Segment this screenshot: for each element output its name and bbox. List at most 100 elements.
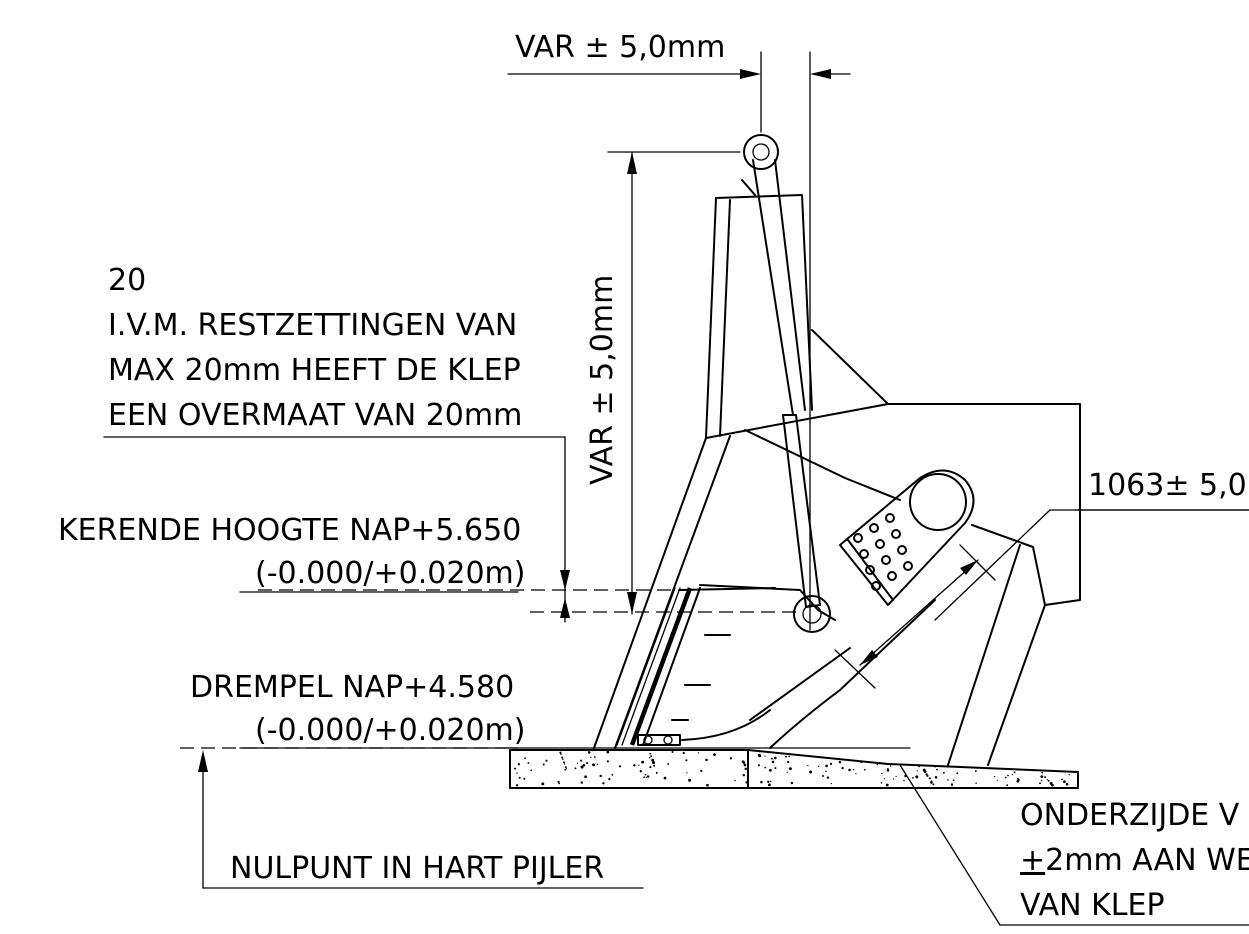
- concrete-speck: [697, 752, 700, 754]
- drempel: DREMPEL NAP+4.580 (-0.000/+0.020m): [180, 670, 911, 749]
- concrete-speck: [647, 775, 650, 778]
- concrete-speck: [653, 764, 656, 767]
- concrete-speck: [729, 757, 733, 760]
- concrete-speck: [611, 774, 614, 776]
- concrete-speck: [757, 764, 760, 767]
- concrete-speck: [593, 756, 596, 758]
- bolt-icon: [859, 549, 869, 559]
- concrete-speck: [602, 782, 605, 785]
- concrete-speck: [671, 750, 674, 754]
- concrete-speck: [996, 779, 998, 781]
- concrete-speck: [580, 765, 584, 769]
- onderzijde-line-1: ONDERZIJDE V: [1020, 798, 1240, 833]
- note-20: 20: [108, 263, 146, 298]
- concrete-speck: [663, 776, 667, 780]
- concrete-speck: [562, 758, 564, 760]
- concrete-speck: [936, 768, 938, 771]
- concrete-speck: [745, 781, 748, 784]
- var-vertical-dimension: VAR ± 5,0mm: [585, 151, 741, 615]
- bolt-icon: [853, 533, 863, 543]
- concrete-speck: [596, 763, 599, 766]
- concrete-speck: [527, 762, 530, 764]
- kerende-line-1: KERENDE HOOGTE NAP+5.650: [58, 513, 521, 548]
- concrete-speck: [928, 777, 931, 780]
- concrete-speck: [606, 760, 609, 763]
- concrete-speck: [560, 753, 562, 756]
- concrete-speck: [700, 769, 703, 773]
- concrete-speck: [786, 760, 790, 764]
- concrete-speck: [1063, 781, 1066, 783]
- dim-1063: 1063± 5,0: [834, 403, 1249, 689]
- concrete-speck: [880, 781, 883, 784]
- concrete-speck: [769, 768, 772, 772]
- concrete-speck: [790, 781, 794, 785]
- concrete-speck: [587, 751, 591, 754]
- concrete-speck: [1068, 773, 1070, 776]
- concrete-speck: [852, 768, 855, 771]
- concrete-speck: [517, 763, 521, 766]
- concrete-speck: [895, 775, 897, 778]
- concrete-speck: [667, 763, 670, 765]
- concrete-speck: [1006, 784, 1009, 787]
- concrete-speck: [592, 763, 595, 767]
- concrete-speck: [975, 782, 977, 784]
- concrete-speck: [764, 766, 767, 769]
- concrete-speck: [947, 779, 949, 781]
- concrete-speck: [564, 766, 567, 769]
- concrete-speck: [649, 752, 652, 755]
- concrete-speck: [892, 778, 894, 780]
- concrete-speck: [825, 764, 828, 768]
- bolt-icon: [865, 565, 875, 575]
- bolt-pattern: [853, 513, 913, 591]
- concrete-speck: [651, 758, 655, 762]
- concrete-speck: [644, 774, 647, 776]
- note-line-2: MAX 20mm HEEFT DE KLEP: [108, 353, 521, 388]
- concrete-speck: [1061, 778, 1063, 781]
- concrete-speck: [1041, 771, 1044, 774]
- concrete-speck: [956, 772, 959, 775]
- concrete-speck: [855, 773, 857, 775]
- concrete-speck: [641, 761, 643, 764]
- concrete-speck: [887, 767, 889, 770]
- concrete-speck: [685, 759, 688, 762]
- concrete-speck: [518, 776, 521, 779]
- bolt-icon: [897, 545, 907, 555]
- concrete-speck: [590, 757, 592, 759]
- concrete-speck: [829, 762, 833, 766]
- var-horizontal-label: VAR ± 5,0mm: [515, 30, 725, 65]
- concrete-speck: [706, 783, 709, 787]
- concrete-speck: [545, 759, 548, 762]
- concrete-speck: [825, 770, 827, 773]
- concrete-speck: [952, 779, 955, 782]
- concrete-speck: [645, 776, 648, 779]
- concrete-speck: [652, 761, 656, 765]
- concrete-speck: [826, 776, 830, 779]
- concrete-speck: [574, 767, 577, 770]
- kerende-line-2: (-0.000/+0.020m): [255, 556, 525, 591]
- onderzijde-line-2-rest: 2mm AAN WE: [1045, 843, 1249, 878]
- concrete-speck: [580, 759, 583, 762]
- concrete-speck: [934, 776, 938, 779]
- concrete-speck: [682, 751, 685, 755]
- concrete-speck: [878, 762, 881, 765]
- concrete-speck: [643, 776, 646, 779]
- concrete-speck: [951, 785, 953, 787]
- bolt-icon: [887, 571, 897, 581]
- concrete-speck: [885, 783, 889, 787]
- concrete-speck: [974, 770, 977, 773]
- concrete-speck: [838, 760, 842, 764]
- concrete-speck: [926, 774, 929, 777]
- concrete-speck: [876, 763, 879, 766]
- concrete-speck: [822, 775, 824, 777]
- top-pin-icon: [743, 134, 779, 170]
- concrete-speck: [563, 761, 565, 764]
- concrete-speck: [881, 772, 883, 775]
- bolt-icon: [885, 513, 895, 523]
- concrete-speck: [883, 778, 886, 780]
- concrete-speck: [606, 750, 610, 754]
- concrete-speck: [524, 757, 526, 760]
- concrete-speck: [655, 771, 658, 774]
- concrete-speck: [774, 767, 777, 770]
- var-vertical-label: VAR ± 5,0mm: [585, 275, 620, 485]
- concrete-speck: [769, 780, 772, 783]
